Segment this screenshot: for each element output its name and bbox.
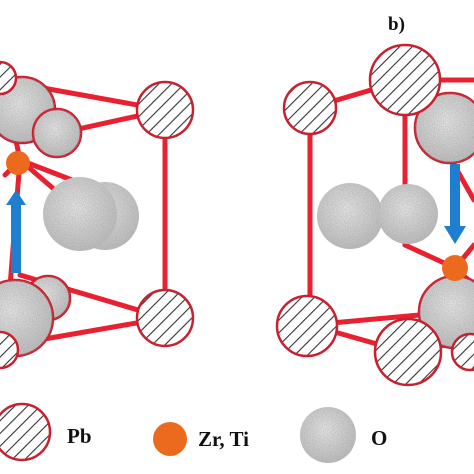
polarization-arrow-down [444, 164, 466, 244]
panel-label-b: b) [388, 14, 405, 35]
legend-pb-swatch [0, 402, 52, 462]
legend-item-pb: Pb [0, 402, 92, 462]
right-pb-atoms [275, 43, 474, 387]
legend: Pb Zr, Ti O [0, 402, 387, 463]
legend-pb-label: Pb [67, 424, 92, 448]
legend-zr-ti-label: Zr, Ti [198, 427, 249, 451]
pb-atom [275, 294, 339, 358]
legend-o-label: O [371, 426, 387, 450]
polarization-arrow-up [6, 190, 26, 273]
pb-atom [282, 80, 338, 136]
zr-ti-atom [6, 151, 30, 175]
pb-atom [0, 330, 20, 370]
left-pb-atoms [0, 60, 195, 370]
legend-item-o: O [300, 407, 387, 463]
pb-atom [0, 60, 18, 96]
zr-ti-atom [442, 255, 468, 281]
pb-atom [450, 332, 474, 372]
left-unit-cell [0, 60, 195, 370]
pb-atom [135, 80, 195, 140]
pb-atom [373, 317, 443, 387]
right-unit-cell: b) [275, 14, 474, 387]
left-oxygen-atoms [0, 75, 139, 358]
legend-zr-ti-swatch [153, 422, 187, 456]
legend-item-zr-ti: Zr, Ti [153, 422, 249, 456]
pb-atom [368, 43, 442, 117]
pb-atom [135, 288, 195, 348]
